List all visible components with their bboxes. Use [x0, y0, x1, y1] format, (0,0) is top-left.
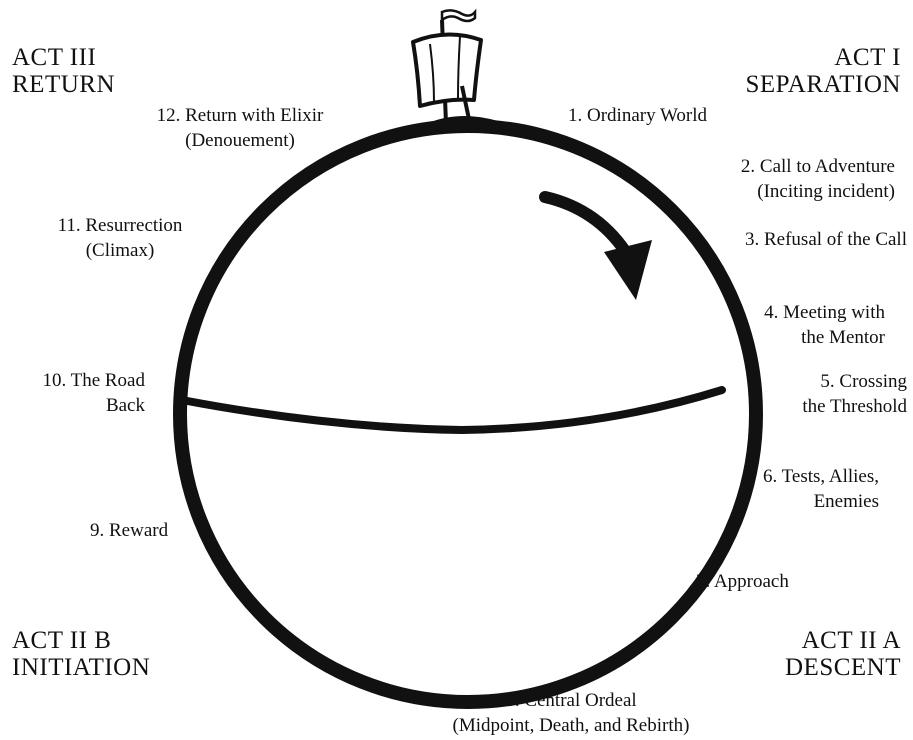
- stage-2-label: 2. Call to Adventure (Inciting incident): [741, 154, 895, 204]
- clockwise-arrow-icon: [545, 197, 652, 300]
- act-three-label: ACT III RETURN: [12, 44, 115, 98]
- stage-6-label: 6. Tests, Allies, Enemies: [763, 464, 879, 514]
- sailing-ship-icon: [413, 10, 498, 130]
- stage-12-label: 12. Return with Elixir (Denouement): [110, 103, 370, 153]
- stage-5-label: 5. Crossing the Threshold: [802, 369, 907, 419]
- stage-8-label: 8. Central Ordeal (Midpoint, Death, and …: [411, 688, 731, 738]
- stage-11-label: 11. Resurrection (Climax): [14, 213, 226, 263]
- stage-4-label: 4. Meeting with the Mentor: [764, 300, 885, 350]
- stage-10-label: 10. The Road Back: [42, 368, 145, 418]
- stage-3-label: 3. Refusal of the Call: [745, 227, 907, 252]
- stage-1-label: 1. Ordinary World: [568, 103, 707, 128]
- act-one-label: ACT I SEPARATION: [745, 44, 901, 98]
- threshold-line: [182, 390, 722, 430]
- stage-7-label: 7. Approach: [696, 569, 789, 594]
- act-two-a-label: ACT II A DESCENT: [785, 627, 901, 681]
- stage-9-label: 9. Reward: [90, 518, 168, 543]
- act-two-b-label: ACT II B INITIATION: [12, 627, 150, 681]
